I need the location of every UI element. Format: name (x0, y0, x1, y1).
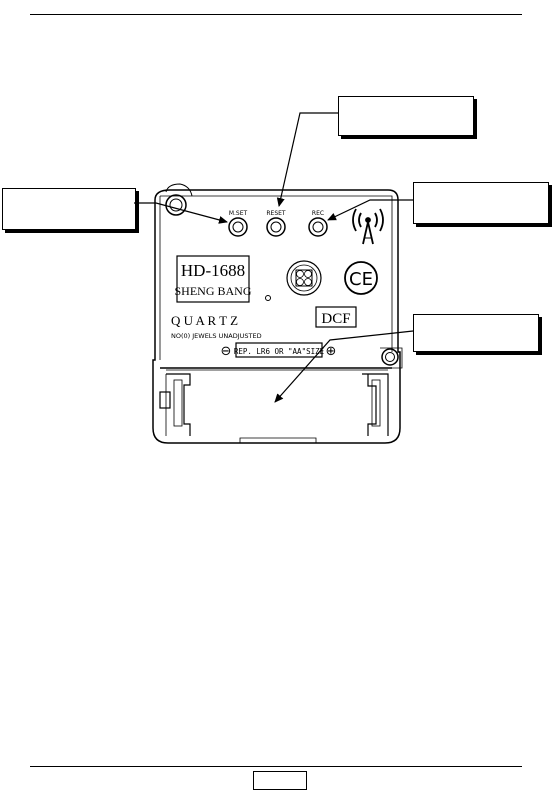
ce-mark-text: CE (349, 269, 373, 290)
ce-mark: CE (344, 261, 378, 295)
battery-spec-text: REP. LR6 OR "AA"SIZE (234, 347, 325, 356)
header-rule (30, 14, 522, 15)
reset-label: RESET (266, 210, 286, 217)
mset-button[interactable] (228, 217, 248, 237)
callout-box-battery (413, 314, 539, 352)
dcf-label: DCF (315, 306, 357, 328)
footer-rule (30, 766, 522, 767)
brand-name: SHENG BANG (174, 284, 251, 298)
radio-antenna-icon (352, 208, 384, 245)
minus-terminal-icon: ⊖ (221, 344, 232, 359)
model-label: HD-1688 SHENG BANG (174, 255, 252, 303)
rec-button[interactable] (308, 217, 328, 237)
callout-box-mset (2, 188, 136, 230)
reset-button[interactable] (266, 217, 286, 237)
plus-terminal-icon: ⊕ (326, 344, 337, 359)
receiver-coil-icon (286, 260, 322, 296)
mset-label: M.SET (229, 210, 248, 217)
page-number-box (253, 771, 307, 790)
movement-body (152, 189, 401, 444)
dcf-text: DCF (321, 311, 350, 327)
battery-compartment (159, 367, 392, 443)
adjust-hole (265, 295, 271, 301)
callout-box-reset (338, 96, 474, 136)
battery-label-box (235, 342, 323, 358)
quartz-text: Q U A R T Z (171, 313, 238, 328)
mounting-hole-top-left (165, 183, 193, 216)
jewels-text: NO(0) JEWELS UNADJUSTED (171, 332, 262, 340)
model-number: HD-1688 (181, 261, 245, 280)
callout-leaders (134, 112, 414, 403)
callout-box-rec (413, 182, 549, 224)
rec-label: REC (312, 210, 324, 217)
